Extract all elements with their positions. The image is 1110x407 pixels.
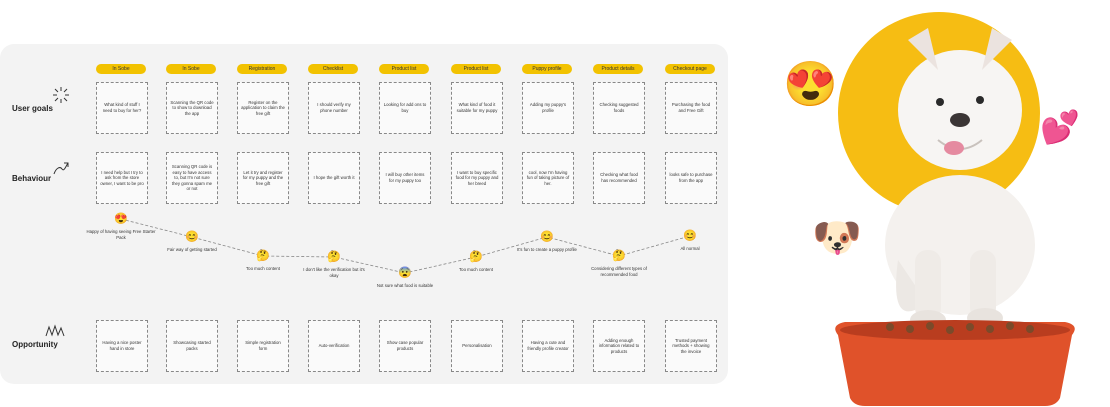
row-label-user-goals: User goals [12, 104, 53, 113]
row-label-behaviour: Behaviour [12, 174, 52, 183]
emotion-emoji: 🤔 [612, 250, 626, 262]
emotion-emoji: 🤔 [327, 251, 341, 263]
behaviour-card: cool, now I'm having fun of taking pictu… [522, 152, 574, 204]
user-goals-card: Adding my puppy's profile [522, 82, 574, 134]
opportunity-card: Trusted payment methods + showing the in… [665, 320, 717, 372]
user-goals-card: Checking suggested foods [593, 82, 645, 134]
hearts-emoji: 💕 [1040, 109, 1080, 145]
sparkle-icon [53, 87, 69, 103]
stage-pill: Checklist [308, 64, 358, 74]
emotion-emoji: 😨 [398, 267, 412, 279]
stage-pill: Checkout page [665, 64, 715, 74]
behaviour-card: Let it try and register for my puppy and… [237, 152, 289, 204]
opportunity-card: Having a nice poster hand in store [96, 320, 148, 372]
emotion-label: Not sure what food is suitable [376, 283, 434, 288]
behaviour-card: I need help but I try to ask from the st… [96, 152, 148, 204]
opportunity-card: Having a cute and friendly profile creat… [522, 320, 574, 372]
behaviour-card: I hope the gift worth it [308, 152, 360, 204]
user-goals-card: Purchasing the food and Free Gift [665, 82, 717, 134]
emotion-label: Fair way of getting started [167, 247, 217, 252]
burst-icon [45, 324, 65, 337]
emotion-emoji: 😊 [185, 231, 199, 243]
stage-pill: In Sobe [166, 64, 216, 74]
behaviour-card: Scanning QR code is easy to have access … [166, 152, 218, 204]
emotion-label: Happy of having seeing Free Starter Pack [86, 229, 156, 240]
user-goals-card: What kind of stuff I need to buy for her… [96, 82, 148, 134]
behaviour-card: Checking what food has recommended [593, 152, 645, 204]
scribble-arrow-icon [53, 162, 69, 175]
user-goals-card: Register on the application to claim the… [237, 82, 289, 134]
emotion-label: It's fun to create a puppy profile [517, 247, 577, 252]
emotion-emoji: 🤔 [256, 250, 270, 262]
heart-eyes-emoji: 😍 [783, 60, 838, 109]
stage-pill: Product list [451, 64, 501, 74]
stage-pill: In Sobe [96, 64, 146, 74]
opportunity-card: Adding enough information related to pro… [593, 320, 645, 372]
stage-pill: Product list [379, 64, 429, 74]
opportunity-card: Simple registration form [237, 320, 289, 372]
emotion-label: Too much content [459, 267, 493, 272]
behaviour-card: I want to buy specific food for my puppy… [451, 152, 503, 204]
emotion-label: All normal [680, 246, 700, 251]
emotion-label: Too much content [246, 266, 280, 271]
emotion-emoji: 😊 [683, 230, 697, 242]
stage-pill: Puppy profile [522, 64, 572, 74]
stage-pill: Registration [237, 64, 287, 74]
behaviour-card: looks safe to purchase from the app [665, 152, 717, 204]
row-label-opportunity: Opportunity [12, 340, 58, 349]
user-goals-card: What kind of food it suitable for my pup… [451, 82, 503, 134]
emotion-label: Considering different types of recommend… [591, 266, 647, 277]
emotion-emoji: 😍 [114, 213, 128, 225]
opportunity-card: Auto-verification [308, 320, 360, 372]
bulldog-illustration [835, 28, 1075, 406]
emotion-emoji: 😊 [540, 231, 554, 243]
user-goals-card: Scanning the QR code to show to download… [166, 82, 218, 134]
opportunity-card: Showcasing started packs [166, 320, 218, 372]
behaviour-card: I will buy other items for my puppy too [379, 152, 431, 204]
dog-face-emoji: 🐶 [812, 216, 862, 260]
emotion-curve [120, 218, 691, 274]
emotion-emoji: 🤔 [469, 251, 483, 263]
opportunity-card: Show case popular products [379, 320, 431, 372]
user-goals-card: Looking for add ons to buy [379, 82, 431, 134]
opportunity-card: Personalisation [451, 320, 503, 372]
user-goals-card: I should verify my phone number [308, 82, 360, 134]
emotion-label: I don't like the verification but it's o… [303, 267, 365, 278]
stage-pill: Product details [593, 64, 643, 74]
